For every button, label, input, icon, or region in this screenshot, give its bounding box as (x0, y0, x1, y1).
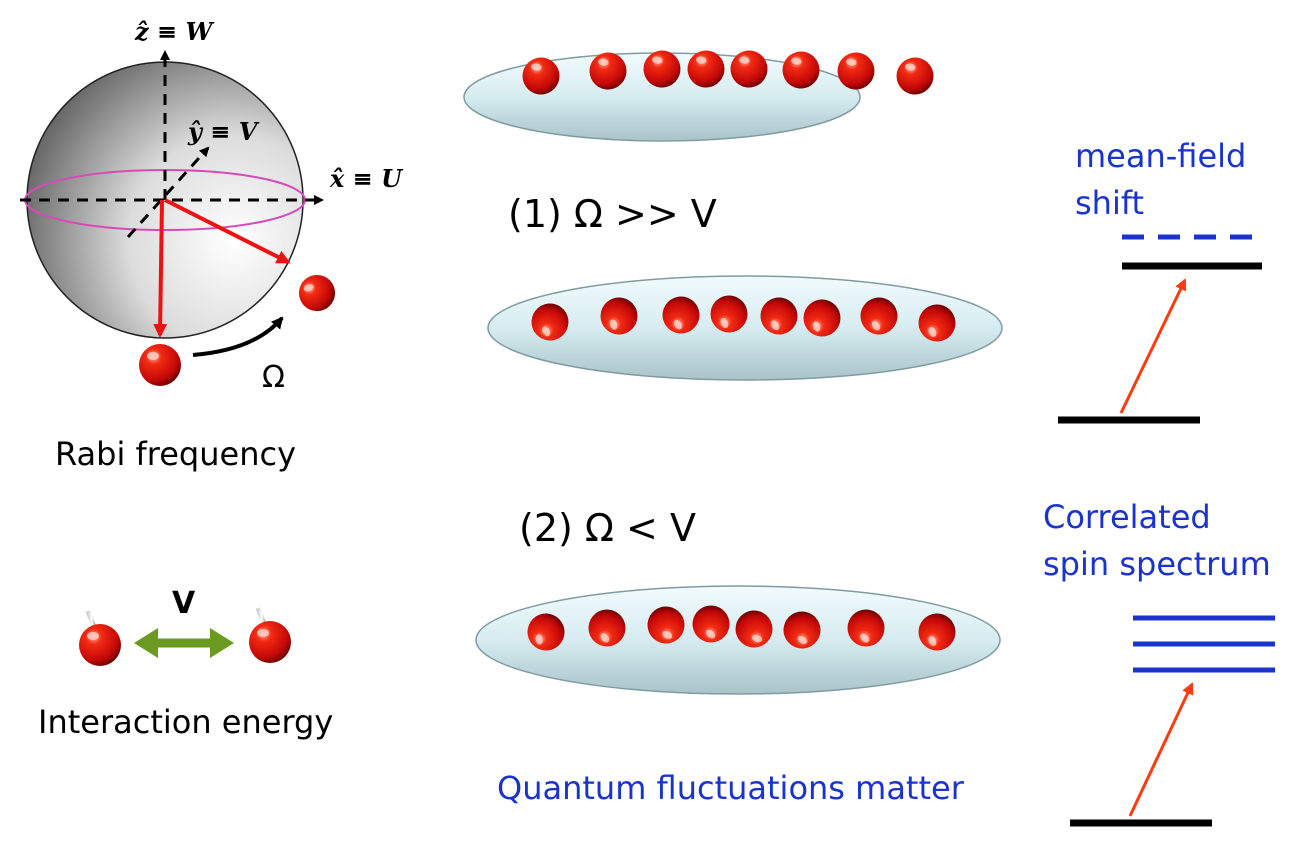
omega-label: Ω (262, 360, 285, 395)
cloud-bottom-atom (839, 601, 893, 655)
regime-2-label: (2) Ω < V (519, 506, 696, 550)
cloud-middle-atom (912, 298, 968, 348)
transition-arrow-bottom (1128, 682, 1194, 817)
cloud-bottom-atom (640, 596, 692, 651)
atom-cloud-top (463, 47, 937, 142)
cloud-middle-atom (753, 290, 808, 342)
correlated-label-line1: Correlated (1043, 498, 1211, 536)
cloud-top-atoms (519, 47, 937, 108)
cloud-bottom-atom (730, 598, 778, 653)
interaction-illustration: V (79, 586, 291, 666)
cloud-bottom-atom (580, 601, 634, 655)
y-axis-label: ŷ ≡ V (187, 117, 260, 146)
atom-down-pointing (139, 344, 181, 397)
cloud-bottom-atom (912, 607, 968, 657)
spin-vector-down (153, 199, 168, 338)
regime-1-label: (1) Ω >> V (508, 192, 717, 236)
cloud-bottom-atoms (524, 596, 968, 657)
cloud-top-atom (519, 54, 563, 108)
x-axis-label: x̂ ≡ U (329, 164, 404, 193)
cloud-middle-atoms (524, 289, 968, 348)
correlated-label-line2: spin spectrum (1043, 545, 1271, 583)
interaction-energy-label: Interaction energy (38, 703, 333, 741)
bloch-sphere: ẑ ≡ W ŷ ≡ V x̂ ≡ U Ω (20, 17, 404, 397)
cloud-top-atom (893, 54, 937, 108)
interaction-symbol: V (172, 586, 196, 621)
rotation-arrow (192, 316, 284, 357)
cloud-top-atom (727, 47, 771, 101)
cloud-middle-atom (524, 296, 579, 348)
atom-cloud-bottom (475, 585, 1001, 695)
atom-tilted (293, 269, 348, 317)
cloud-top-atom (586, 49, 630, 103)
transition-arrow-top (1119, 278, 1187, 414)
cloud-top-atom (640, 47, 684, 101)
cloud-bottom-atom (684, 597, 738, 651)
y-axis (126, 146, 210, 239)
cloud-middle-atom (853, 290, 907, 342)
correlated-spectrum-levels: Correlated spin spectrum (1043, 498, 1275, 827)
rabi-frequency-label: Rabi frequency (55, 435, 296, 473)
atom-cloud-middle (487, 275, 1003, 381)
mean-field-label-line2: shift (1075, 184, 1144, 222)
spin-vector-tilted (164, 198, 291, 264)
interaction-double-arrow (134, 628, 234, 658)
cloud-top-atom (779, 48, 823, 102)
quantum-fluctuations-label: Quantum fluctuations matter (497, 769, 965, 807)
cloud-bottom-atom (776, 602, 828, 656)
cloud-middle-atom (798, 294, 853, 342)
cloud-top-atom (834, 49, 878, 103)
cloud-middle-atom (595, 292, 650, 340)
mean-field-label-line1: mean-field (1075, 137, 1246, 175)
z-axis-label: ẑ ≡ W (134, 17, 214, 46)
cloud-top-atom (684, 47, 728, 101)
cloud-middle-atom (655, 289, 709, 341)
cloud-bottom-atom (524, 610, 578, 654)
atom-right (249, 607, 291, 663)
cloud-middle-atom (704, 289, 760, 339)
mean-field-levels: mean-field shift (1058, 137, 1263, 424)
atom-left (79, 610, 121, 666)
